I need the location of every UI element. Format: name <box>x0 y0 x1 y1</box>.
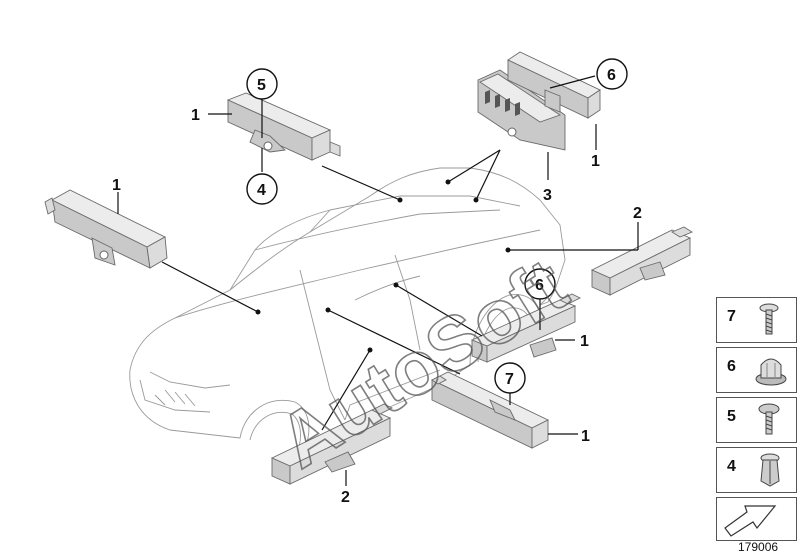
callout-2-right: 2 <box>633 205 642 222</box>
antenna-module-bottom-right <box>430 371 550 449</box>
callout-1-top-left: 1 <box>191 107 200 124</box>
arrow-icon <box>724 505 777 537</box>
callout-1-bottom: 1 <box>581 428 590 445</box>
antenna-module-left <box>44 189 168 269</box>
leader-dots <box>255 179 511 353</box>
callout-6-mid: 6 <box>535 277 544 294</box>
screw-icon <box>759 303 779 335</box>
fastener-legend: 7 6 5 4 <box>716 297 797 541</box>
screw-icon <box>758 403 780 435</box>
legend-number: 4 <box>727 458 736 475</box>
legend-item-4: 4 <box>716 447 797 493</box>
antenna-module-bottom <box>270 403 394 485</box>
leader-lines <box>117 75 639 486</box>
callout-5: 5 <box>257 77 266 94</box>
expanding-rivet-icon <box>760 453 780 487</box>
watermark: AutoSoft <box>264 243 581 485</box>
callout-1-mid: 1 <box>580 333 589 350</box>
callout-3: 3 <box>543 187 552 204</box>
callout-circles <box>246 58 628 394</box>
legend-number: 5 <box>727 408 736 425</box>
callout-2-bottom: 2 <box>341 489 350 506</box>
callout-1-right-top: 1 <box>591 153 600 170</box>
legend-item-6: 6 <box>716 347 797 393</box>
legend-item-7: 7 <box>716 297 797 343</box>
callout-6-top: 6 <box>607 67 616 84</box>
legend-number: 6 <box>727 358 736 375</box>
antenna-module-middle <box>470 293 582 363</box>
callout-7: 7 <box>505 371 514 388</box>
legend-number: 7 <box>727 308 736 325</box>
diagram-number: 179006 <box>738 540 779 554</box>
antenna-bracket-top <box>477 69 566 151</box>
antenna-module-top-left <box>226 92 341 161</box>
legend-item-5: 5 <box>716 397 797 443</box>
legend-arrow <box>716 497 797 541</box>
antenna-module-right <box>590 226 693 296</box>
nut-icon <box>755 358 787 386</box>
callout-1-left: 1 <box>112 177 121 194</box>
callout-4: 4 <box>257 182 266 199</box>
